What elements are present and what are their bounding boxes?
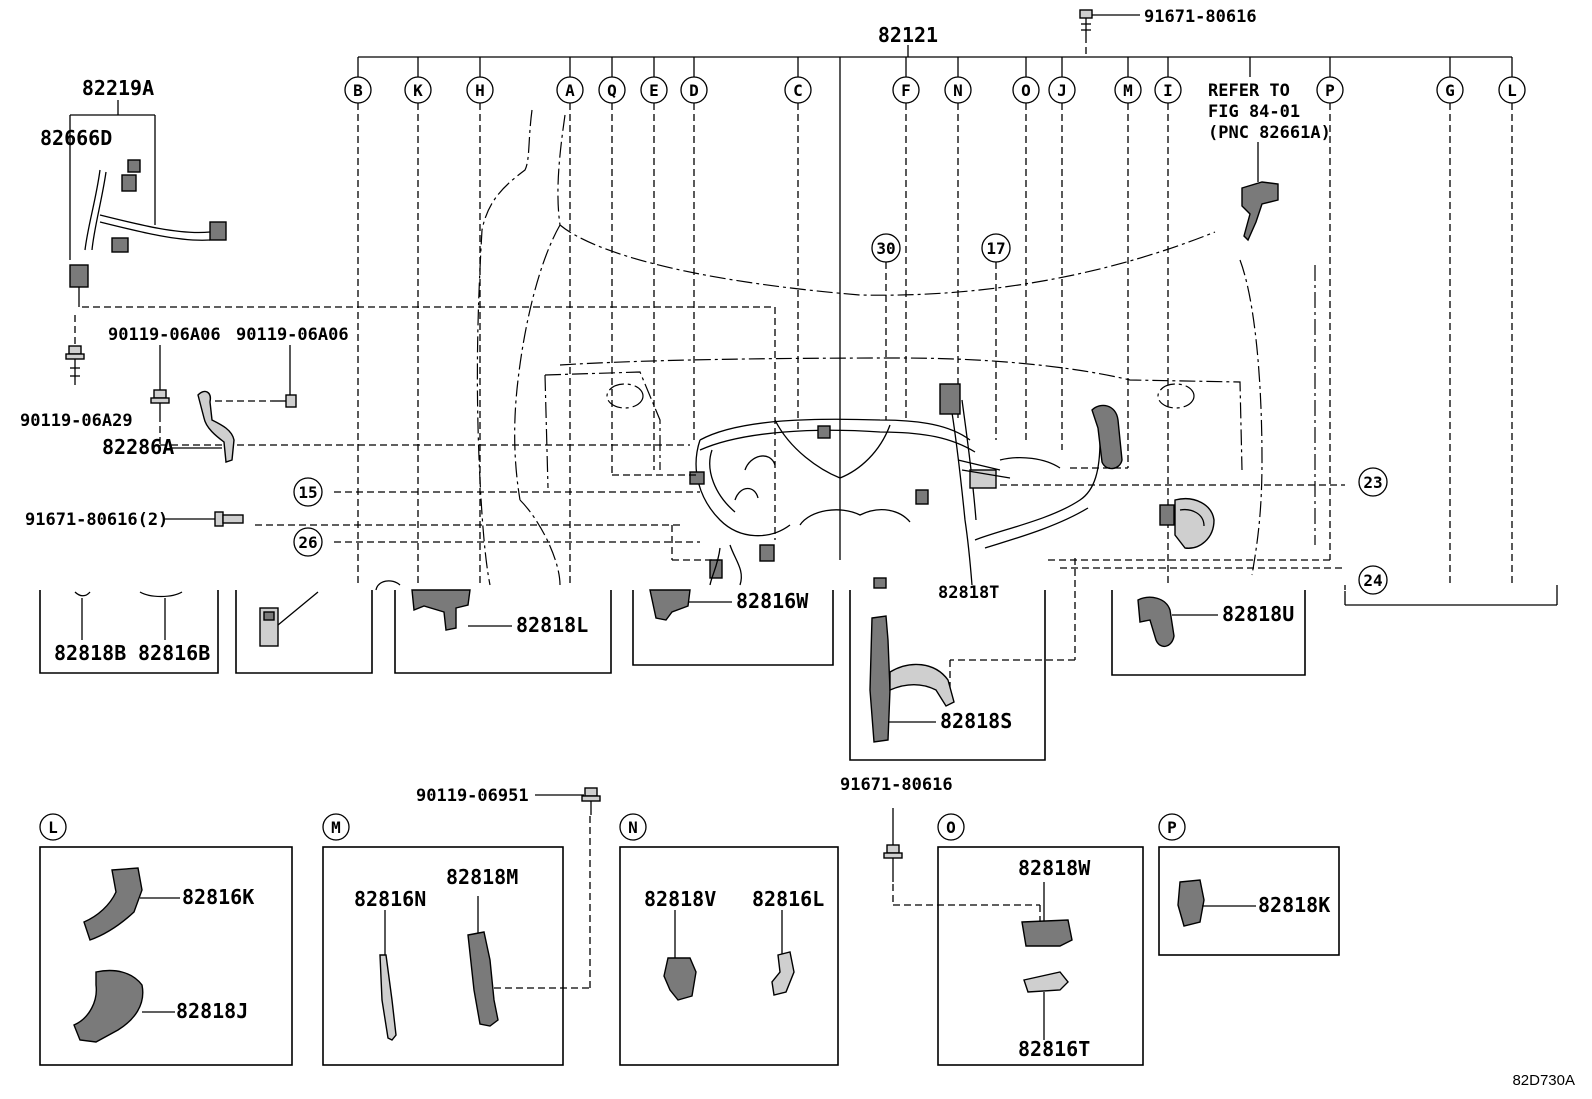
numeric-callouts: 30 17 15 26 23 24	[293, 233, 1388, 595]
detail-box-N	[619, 813, 839, 1066]
detail-label-N: N	[628, 818, 638, 837]
connector-M: M	[1123, 81, 1133, 100]
part-82818B: 82818B	[54, 641, 126, 665]
callout-24: 24	[1363, 571, 1382, 590]
bolt-icon	[65, 315, 85, 385]
part-90119-06951: 90119-06951	[416, 786, 529, 806]
callout-26: 26	[298, 533, 317, 552]
connector-P: P	[1325, 81, 1335, 100]
connector-Q: Q	[607, 81, 617, 100]
refer-note: REFER TO FIG 84-01 (PNC 82661A)	[1208, 81, 1331, 242]
connector-C: C	[793, 81, 803, 100]
part-82816K: 82816K	[182, 885, 254, 909]
bracket-82286A	[172, 390, 235, 463]
connector-K: K	[413, 81, 423, 100]
refer-note-line1: REFER TO	[1208, 81, 1290, 101]
part-91671-80616-top: 91671-80616	[1144, 7, 1257, 27]
detail-label-P: P	[1167, 818, 1177, 837]
detail-box-B	[39, 590, 219, 674]
sub-harness-82219A	[69, 100, 227, 307]
connector-H: H	[475, 81, 485, 100]
part-90119-06A29: 90119-06A29	[20, 411, 133, 431]
callout-15: 15	[298, 483, 317, 502]
detail-label-O: O	[946, 818, 956, 837]
part-82219A: 82219A	[82, 76, 154, 100]
part-91671-80616-b: 91671-80616	[840, 775, 953, 795]
part-82816N: 82816N	[354, 887, 426, 911]
part-90119-06A06-b: 90119-06A06	[236, 325, 349, 345]
bolt-icon	[215, 345, 297, 408]
part-82818K: 82818K	[1258, 893, 1330, 917]
detail-label-M: M	[331, 818, 341, 837]
part-90119-06A06-a: 90119-06A06	[108, 325, 221, 345]
connector-J: J	[1057, 81, 1067, 100]
detail-label-L: L	[48, 818, 58, 837]
part-82818M: 82818M	[446, 865, 518, 889]
part-82816T: 82816T	[1018, 1037, 1090, 1061]
connector-G: G	[1445, 81, 1455, 100]
detail-box-I	[1111, 590, 1306, 676]
part-91671-80616x2: 91671-80616(2)	[25, 510, 168, 530]
detail-box-H	[375, 580, 612, 674]
part-82816B: 82816B	[138, 641, 210, 665]
part-82286A: 82286A	[102, 435, 174, 459]
connector-L: L	[1507, 81, 1517, 100]
bolt-icon	[165, 511, 244, 527]
main-harness-bracket	[357, 45, 1513, 560]
part-82818S: 82818S	[940, 709, 1012, 733]
connector-D: D	[689, 81, 699, 100]
part-82816L: 82816L	[752, 887, 824, 911]
callout-23: 23	[1363, 473, 1382, 492]
connector-A: A	[565, 81, 575, 100]
connector-B: B	[353, 81, 363, 100]
detail-box-O	[892, 813, 1144, 1066]
detail-box-K	[235, 590, 373, 674]
part-82666D: 82666D	[40, 126, 112, 150]
connector-N: N	[953, 81, 963, 100]
detail-box-M	[322, 812, 591, 1066]
part-82818V: 82818V	[644, 887, 716, 911]
refer-note-line2: FIG 84-01	[1208, 102, 1300, 122]
part-82818T: 82818T	[938, 583, 999, 603]
detail-box-D	[632, 589, 834, 666]
part-82816W: 82816W	[736, 589, 809, 613]
refer-note-line3: (PNC 82661A)	[1208, 123, 1331, 143]
connector-leader-lines	[357, 103, 1558, 606]
detail-box-L	[39, 813, 293, 1066]
bolt-icon	[150, 345, 170, 415]
connector-letters: B K H A Q E D C F N O J M I P G L	[344, 76, 1526, 104]
part-82818L: 82818L	[516, 613, 588, 637]
part-82818J: 82818J	[176, 999, 248, 1023]
bolt-icon	[883, 808, 903, 882]
vehicle-body-outline	[476, 109, 1316, 586]
connector-I: I	[1163, 81, 1173, 100]
part-82818W: 82818W	[1018, 856, 1091, 880]
connector-O: O	[1021, 81, 1031, 100]
part-82818U: 82818U	[1222, 602, 1294, 626]
callout-17: 17	[986, 239, 1005, 258]
detail-box-F	[849, 577, 1046, 761]
part-82121: 82121	[878, 23, 938, 47]
bolt-icon	[535, 787, 601, 815]
detail-box-P	[1158, 813, 1340, 956]
callout-30: 30	[876, 239, 895, 258]
connector-E: E	[649, 81, 659, 100]
bolt-icon	[1079, 9, 1140, 57]
diagram-id: 82D730A	[1512, 1072, 1575, 1089]
connector-F: F	[901, 81, 911, 100]
callout-leader-lines	[82, 262, 1345, 700]
